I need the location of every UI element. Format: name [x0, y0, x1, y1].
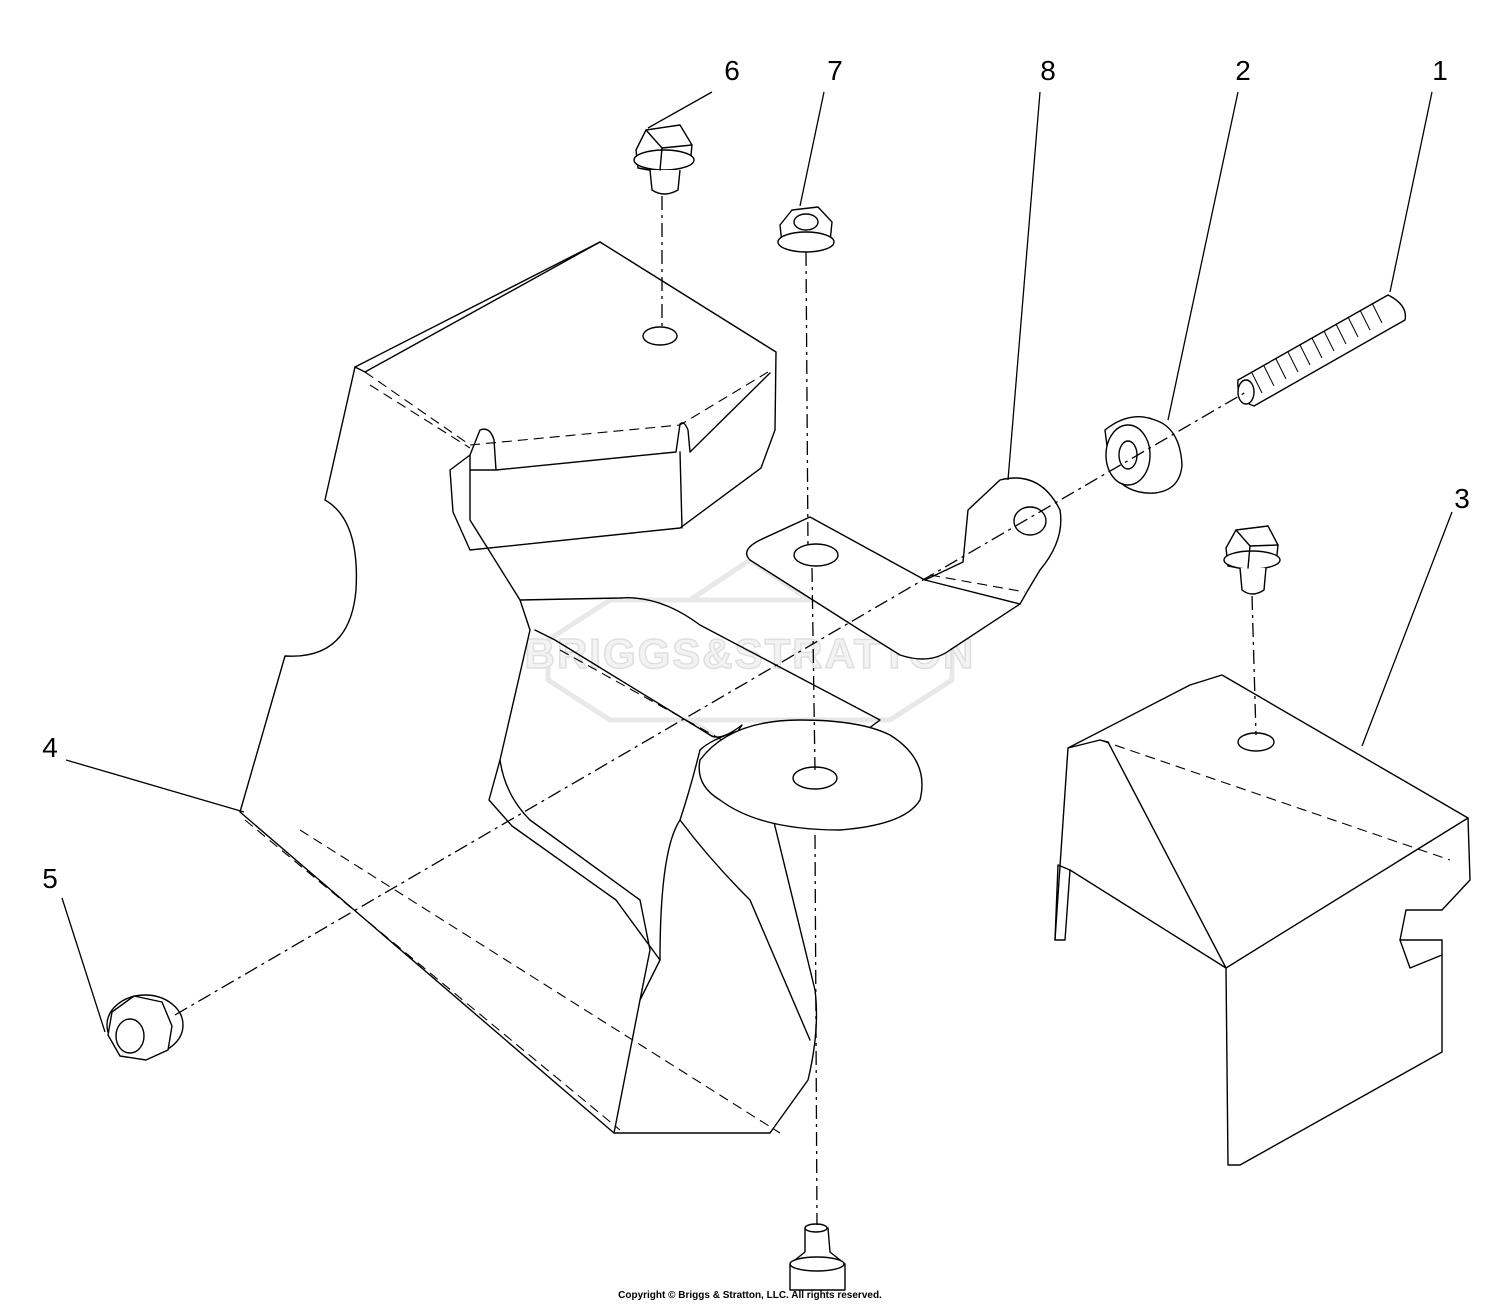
callout-labels: 1 2 3 4 5 6 7 8	[42, 55, 1470, 894]
callout-leaders	[61, 91, 1453, 1033]
bottom-bolt	[789, 1223, 846, 1291]
part-2-spacer	[1104, 416, 1183, 494]
callout-2: 2	[1235, 55, 1251, 86]
part-8-bracket	[698, 477, 1062, 831]
callout-3: 3	[1454, 483, 1470, 514]
assembly-axes	[174, 196, 1257, 1226]
callout-6: 6	[724, 55, 740, 86]
part-4-main-shield	[239, 241, 881, 1134]
part-3-small-shield	[1054, 674, 1471, 1166]
part-5-flange-nut	[106, 994, 184, 1061]
callout-7: 7	[827, 55, 843, 86]
callout-8: 8	[1040, 55, 1056, 86]
callout-4: 4	[42, 732, 58, 763]
part-1-threaded-stud	[1237, 294, 1407, 407]
callout-1: 1	[1432, 55, 1448, 86]
part-6-flange-bolt	[633, 124, 695, 195]
part-3-mounting-bolt	[1223, 525, 1281, 595]
copyright-notice: Copyright © Briggs & Stratton, LLC. All …	[618, 1290, 882, 1301]
part-7-lock-nut	[777, 206, 835, 253]
callout-5: 5	[42, 863, 58, 894]
